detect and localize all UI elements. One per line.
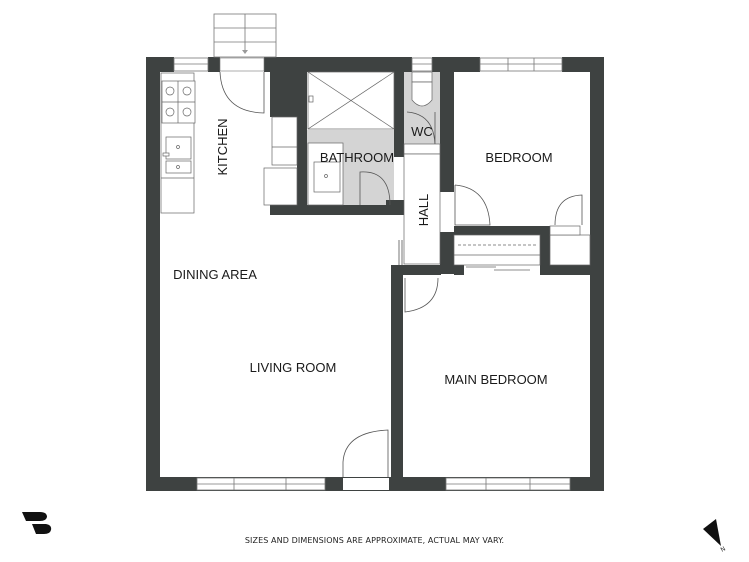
room-label-kitchen: KITCHEN [215,118,230,175]
brand-logo-icon [22,512,52,534]
doors [219,71,583,477]
compass-label: N [720,545,727,553]
walls [146,57,604,491]
room-label-bedroom: BEDROOM [485,150,552,165]
windows [173,57,571,491]
kitchen-fixtures [160,72,298,214]
room-label-main-bedroom: MAIN BEDROOM [444,372,547,387]
bathroom-fixtures [307,71,591,271]
entry-steps [213,13,277,58]
room-label-hall: HALL [416,194,431,227]
disclaimer: SIZES AND DIMENSIONS ARE APPROXIMATE, AC… [244,536,505,545]
room-label-wc: WC [411,124,433,139]
room-label-bathroom: BATHROOM [320,150,394,165]
room-label-living-room: LIVING ROOM [250,360,337,375]
north-arrow-icon: N [703,519,727,554]
room-label-dining-area: DINING AREA [173,267,257,282]
